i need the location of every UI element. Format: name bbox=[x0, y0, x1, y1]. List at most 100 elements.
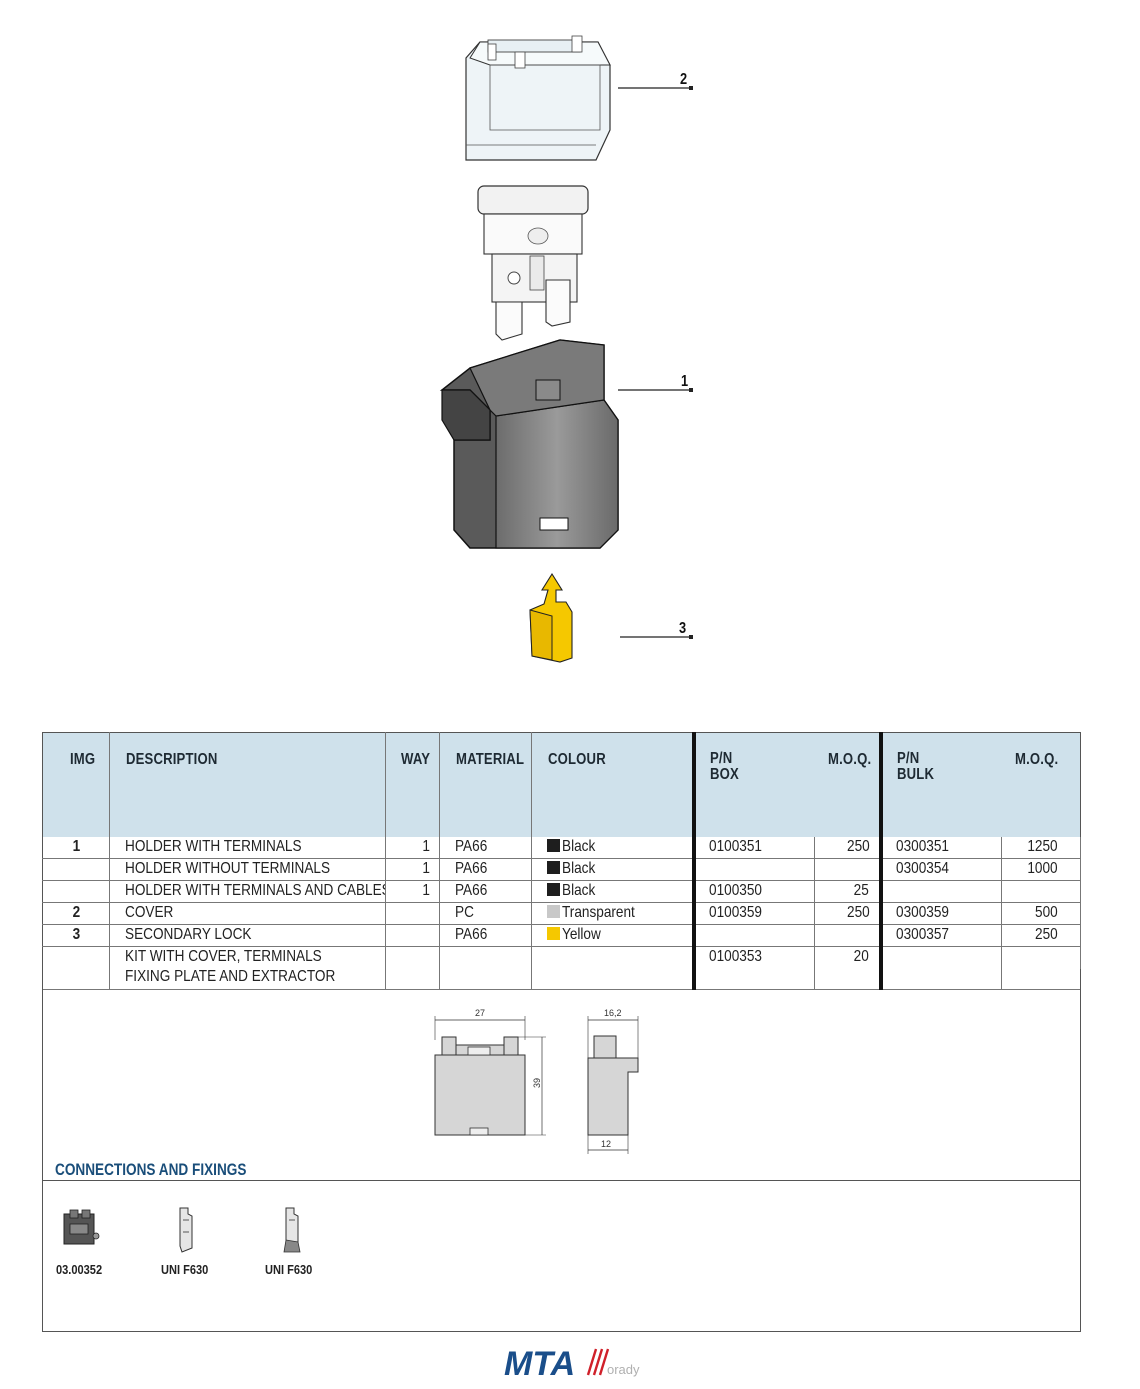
cell-way: 1 bbox=[385, 880, 441, 903]
cover-part-illustration bbox=[465, 35, 611, 161]
cell-colour: Black bbox=[531, 880, 695, 903]
header-way: WAY bbox=[385, 732, 441, 837]
connection-label: 03.00352 bbox=[56, 1262, 103, 1277]
colour-swatch-black bbox=[547, 839, 561, 852]
cell-pn-box: 0100351 bbox=[692, 837, 815, 859]
terminal-icon[interactable] bbox=[174, 1206, 198, 1254]
cell-material: PA66 bbox=[439, 880, 533, 903]
cell-pn-box bbox=[692, 858, 815, 881]
header-description: DESCRIPTION bbox=[109, 732, 387, 837]
cell-moq-box bbox=[814, 924, 882, 947]
connection-label: UNI F630 bbox=[161, 1262, 209, 1277]
dimension-depth: 16,2 bbox=[604, 1008, 622, 1018]
cell-img: 2 bbox=[42, 902, 111, 925]
cell-way bbox=[385, 902, 441, 925]
exploded-view-illustration bbox=[439, 35, 693, 663]
holder-part-illustration bbox=[439, 339, 619, 549]
fuse-illustration bbox=[477, 185, 589, 341]
callout-number-cover: 2 bbox=[680, 71, 688, 88]
table-row: 2 COVER PC Transparent 0100359 250 03003… bbox=[42, 902, 1082, 925]
cell-colour bbox=[531, 946, 695, 990]
cell-moq-bulk: 500 bbox=[1001, 902, 1082, 925]
table-row: HOLDER WITHOUT TERMINALS 1 PA66 Black 03… bbox=[42, 858, 1082, 881]
cell-pn-box bbox=[692, 924, 815, 947]
drawing-panel bbox=[42, 969, 1081, 1332]
connections-section-title: CONNECTIONS AND FIXINGS bbox=[55, 1160, 247, 1179]
side-view-drawing: 16,2 12 bbox=[587, 1008, 639, 1154]
cell-pn-bulk: 0300354 bbox=[879, 858, 1002, 881]
dimension-base: 12 bbox=[601, 1139, 611, 1149]
fixing-plate-icon[interactable] bbox=[58, 1208, 102, 1248]
cell-pn-bulk bbox=[879, 880, 1002, 903]
table-row: 1 HOLDER WITH TERMINALS 1 PA66 Black 010… bbox=[42, 837, 1082, 859]
header-colour: COLOUR bbox=[531, 732, 695, 837]
colour-swatch-transparent bbox=[547, 905, 561, 918]
cell-colour: Black bbox=[531, 837, 695, 859]
cell-description: COVER bbox=[109, 902, 387, 925]
header-moq-box: M.O.Q. bbox=[814, 732, 882, 837]
cell-material: PA66 bbox=[439, 837, 533, 859]
cell-moq-bulk bbox=[1001, 880, 1082, 903]
header-pn-box: P/N BOX bbox=[692, 732, 815, 837]
table-row: 3 SECONDARY LOCK PA66 Yellow 0300357 250 bbox=[42, 924, 1082, 947]
cell-way: 1 bbox=[385, 837, 441, 859]
cell-img bbox=[42, 858, 111, 881]
cell-img: 3 bbox=[42, 924, 111, 947]
cell-moq-bulk: 1250 bbox=[1001, 837, 1082, 859]
cell-moq-box: 20 bbox=[814, 946, 882, 990]
callout-number-holder: 1 bbox=[681, 373, 689, 390]
header-img: IMG bbox=[42, 732, 111, 837]
cell-moq-bulk bbox=[1001, 946, 1082, 990]
cell-pn-box: 0100359 bbox=[692, 902, 815, 925]
cell-colour: Black bbox=[531, 858, 695, 881]
callout-number-lock: 3 bbox=[679, 620, 687, 637]
cell-pn-bulk: 0300357 bbox=[879, 924, 1002, 947]
cell-material: PC bbox=[439, 902, 533, 925]
cell-description: HOLDER WITH TERMINALS AND CABLES bbox=[109, 880, 387, 903]
product-table: IMG DESCRIPTION WAY MATERIAL COLOUR P/N … bbox=[42, 732, 1082, 990]
header-moq-bulk: M.O.Q. bbox=[1001, 732, 1081, 837]
cell-way bbox=[385, 924, 441, 947]
colour-swatch-yellow bbox=[547, 927, 561, 940]
colour-swatch-black bbox=[547, 883, 561, 896]
cell-pn-box: 0100350 bbox=[692, 880, 815, 903]
cell-moq-box: 25 bbox=[814, 880, 882, 903]
cell-moq-box bbox=[814, 858, 882, 881]
cell-pn-bulk: 0300351 bbox=[879, 837, 1002, 859]
cell-pn-bulk bbox=[879, 946, 1002, 990]
cell-material: PA66 bbox=[439, 924, 533, 947]
table-header-row: IMG DESCRIPTION WAY MATERIAL COLOUR P/N … bbox=[42, 732, 1081, 837]
secondary-lock-illustration bbox=[529, 572, 573, 663]
logo-text: MTA bbox=[504, 1345, 575, 1379]
section-divider bbox=[42, 1180, 1081, 1181]
cell-description: HOLDER WITH TERMINALS bbox=[109, 837, 387, 859]
header-pn-bulk: P/N BULK bbox=[879, 732, 1002, 837]
table-row: KIT WITH COVER, TERMINALS FIXING PLATE A… bbox=[42, 946, 1082, 990]
cell-description: HOLDER WITHOUT TERMINALS bbox=[109, 858, 387, 881]
header-material: MATERIAL bbox=[439, 732, 533, 837]
cell-img bbox=[42, 946, 111, 990]
cell-moq-bulk: 1000 bbox=[1001, 858, 1082, 881]
cell-moq-bulk: 250 bbox=[1001, 924, 1082, 947]
cell-material bbox=[439, 946, 533, 990]
dimension-width: 27 bbox=[475, 1008, 485, 1018]
cell-moq-box: 250 bbox=[814, 837, 882, 859]
watermark-text: orady bbox=[607, 1362, 640, 1377]
cell-way bbox=[385, 946, 441, 990]
cell-colour: Transparent bbox=[531, 902, 695, 925]
cell-way: 1 bbox=[385, 858, 441, 881]
front-view-drawing: 27 39 bbox=[434, 1008, 546, 1136]
dimension-height: 39 bbox=[532, 1078, 542, 1088]
cell-moq-box: 250 bbox=[814, 902, 882, 925]
cell-material: PA66 bbox=[439, 858, 533, 881]
cell-img: 1 bbox=[42, 837, 111, 859]
dimension-drawing: 27 39 16,2 12 bbox=[434, 1008, 639, 1154]
cell-pn-box: 0100353 bbox=[692, 946, 815, 990]
terminal-with-cable-icon[interactable] bbox=[278, 1206, 304, 1254]
cell-img bbox=[42, 880, 111, 903]
cell-pn-bulk: 0300359 bbox=[879, 902, 1002, 925]
table-row: HOLDER WITH TERMINALS AND CABLES 1 PA66 … bbox=[42, 880, 1082, 903]
colour-swatch-black bbox=[547, 861, 561, 874]
cell-description: SECONDARY LOCK bbox=[109, 924, 387, 947]
cell-description: KIT WITH COVER, TERMINALS FIXING PLATE A… bbox=[109, 946, 387, 990]
